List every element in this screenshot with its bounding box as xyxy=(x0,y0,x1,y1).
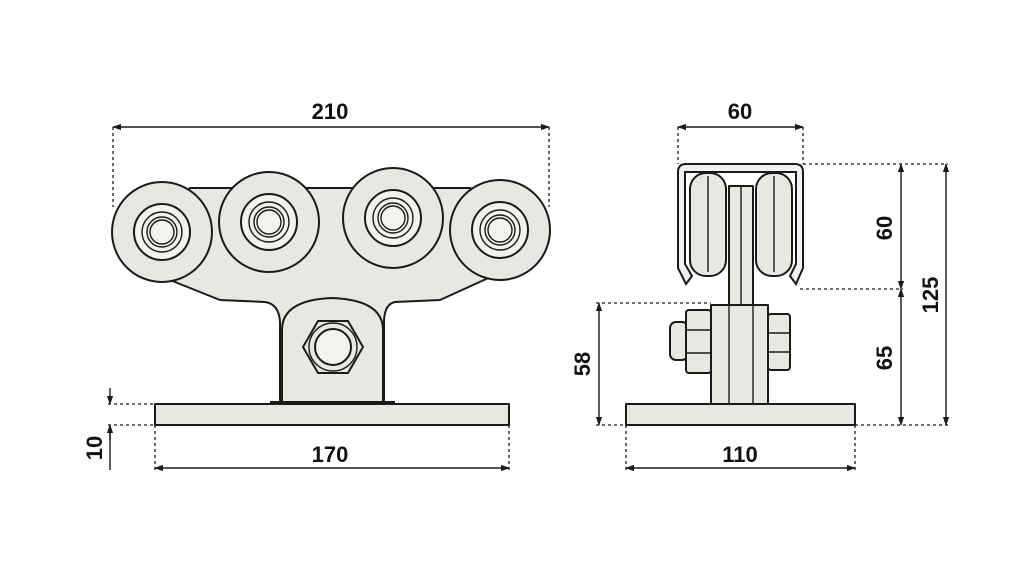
dimension-labels: 210 170 10 60 110 58 60 65 125 xyxy=(82,99,943,467)
front-wheel-3 xyxy=(342,167,444,269)
front-view xyxy=(111,167,551,426)
dim-side-carriage-height: 60 xyxy=(872,216,897,240)
side-view xyxy=(625,163,856,426)
side-nut-right xyxy=(767,313,791,371)
side-channel xyxy=(677,163,804,286)
dim-side-width: 60 xyxy=(728,99,752,124)
dim-front-base-width: 170 xyxy=(312,442,349,467)
front-wheel-4 xyxy=(449,179,551,281)
dim-side-base-width: 110 xyxy=(722,442,758,467)
front-base-plate xyxy=(154,403,510,426)
dim-side-bracket-height: 58 xyxy=(570,352,595,376)
dim-side-total-height: 125 xyxy=(918,277,943,314)
front-wheel-2 xyxy=(218,171,320,273)
front-hex-nut xyxy=(302,320,364,374)
dim-front-width: 210 xyxy=(312,99,349,124)
side-base-plate xyxy=(625,403,856,426)
side-nut-left xyxy=(669,309,712,374)
side-bracket-block xyxy=(710,304,769,405)
dim-side-lower-height: 65 xyxy=(872,346,897,370)
front-wheel-1 xyxy=(111,181,213,283)
dim-front-base-thickness: 10 xyxy=(82,436,107,460)
dimension-lines xyxy=(106,123,950,472)
